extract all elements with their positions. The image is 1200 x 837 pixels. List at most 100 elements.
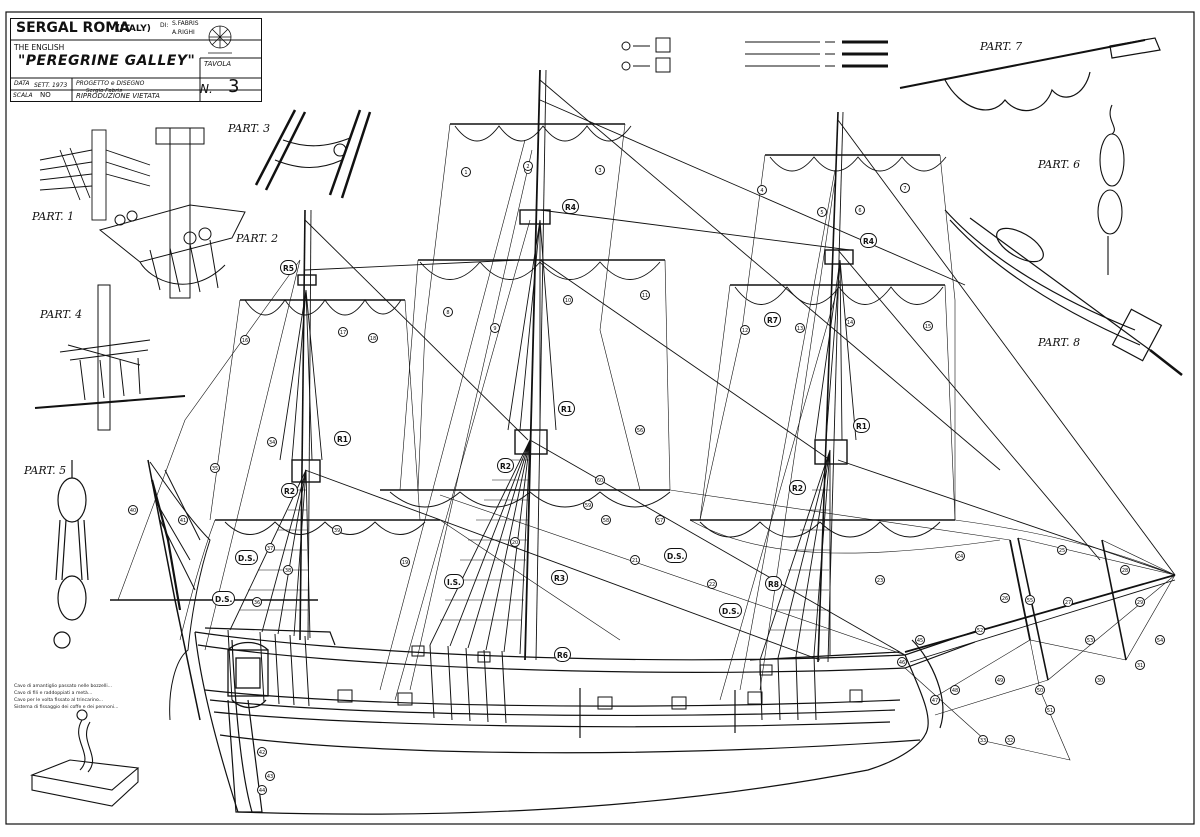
shrouds <box>229 219 857 661</box>
part-label-6: PART. 6 <box>1038 158 1081 171</box>
hull <box>194 627 986 815</box>
rigging-number-tag: 18 <box>368 333 378 343</box>
callout-ds-14: D.S. <box>212 591 236 606</box>
rigging-number-tag: 36 <box>252 597 262 607</box>
maker-country: (ITALY) <box>116 24 151 34</box>
scala-label: SCALA <box>13 92 33 99</box>
part-label-3: PART. 3 <box>228 122 271 135</box>
callout-r1-5: R1 <box>334 431 351 446</box>
callout-r3-10: R3 <box>551 570 568 585</box>
callout-ds-15: D.S. <box>664 548 688 563</box>
gun-ports <box>337 645 863 710</box>
chain-plates <box>227 629 817 724</box>
rigging-number-tag: 58 <box>601 515 611 525</box>
detail-part-6 <box>1097 104 1125 275</box>
rigging-number-tag: 55 <box>1025 595 1035 605</box>
rigging-number-tag: 5 <box>817 207 827 217</box>
rigging-number-tag: 56 <box>635 425 645 435</box>
data-label: DATA <box>14 80 30 87</box>
rigging-number-tag: 30 <box>1095 675 1105 685</box>
callout-r4-1: R4 <box>860 233 877 248</box>
rigging-number-tag: 39 <box>332 525 342 535</box>
detail-part-1 <box>39 129 151 221</box>
main-mast <box>524 69 547 661</box>
ensign-flag <box>147 459 211 721</box>
drawing-notes: Cavo di amantiglio passato nelle bozzell… <box>14 683 118 711</box>
rigging-number-tag: 49 <box>995 675 1005 685</box>
rigging-number-tag: 1 <box>461 167 471 177</box>
rigging-number-tag: 45 <box>915 635 925 645</box>
part-label-5: PART. 5 <box>24 464 67 477</box>
detail-part-8 <box>944 209 1183 376</box>
rigging-number-tag: 32 <box>1005 735 1015 745</box>
rigging-number-tag: 38 <box>283 565 293 575</box>
rigging-number-tag: 25 <box>1057 545 1067 555</box>
rigging-number-tag: 40 <box>128 505 138 515</box>
sheet-border <box>5 11 1195 825</box>
bowsprit <box>904 539 1176 663</box>
ship-name: "PEREGRINE GALLEY" <box>18 53 196 69</box>
maker-name: SERGAL ROMA <box>16 20 130 36</box>
rigging-number-tag: 42 <box>257 747 267 757</box>
ship-subtitle: THE ENGLISH <box>14 43 65 52</box>
callout-r6-11: R6 <box>554 647 571 662</box>
rigging-number-tag: 34 <box>267 437 277 447</box>
yards <box>110 123 1127 681</box>
rigging-number-tag: 47 <box>930 695 940 705</box>
sergal-emblem <box>208 25 232 54</box>
rigging-number-tag: 15 <box>923 321 933 331</box>
progetto-value: Sergio Fabris <box>86 88 122 94</box>
callout-is-17: I.S. <box>444 574 464 589</box>
rigging-number-tag: 3 <box>595 165 605 175</box>
part-label-7: PART. 7 <box>980 40 1023 53</box>
rigging-number-tag: 33 <box>978 735 988 745</box>
running-rigging <box>117 123 1176 761</box>
stays <box>304 79 1176 661</box>
rigging-number-tag: 53 <box>1085 635 1095 645</box>
rigging-number-tag: 28 <box>1120 565 1130 575</box>
rigging-number-tag: 37 <box>265 543 275 553</box>
rigging-number-tag: 19 <box>400 557 410 567</box>
rigging-number-tag: 52 <box>975 625 985 635</box>
rigging-number-tag: 46 <box>897 657 907 667</box>
rigging-number-tag: 59 <box>583 500 593 510</box>
rigging-number-tag: 9 <box>490 323 500 333</box>
tavola-number: 3 <box>228 76 240 97</box>
rigging-number-tag: 13 <box>795 323 805 333</box>
part-label-8: PART. 8 <box>1038 336 1081 349</box>
stern-carving <box>227 641 269 709</box>
rigging-number-tag: 29 <box>1135 597 1145 607</box>
callout-ds-16: D.S. <box>719 603 743 618</box>
rigging-number-tag: 22 <box>707 579 717 589</box>
legend-symbols <box>621 37 888 73</box>
callout-r1-6: R1 <box>853 418 870 433</box>
callout-r7-3: R7 <box>764 312 781 327</box>
detail-part-5 <box>53 460 89 649</box>
rigging-number-tag: 26 <box>1000 593 1010 603</box>
title-block <box>10 18 262 102</box>
rigging-number-tag: 2 <box>523 161 533 171</box>
note-line: Cavo di amantiglio passato nelle bozzell… <box>14 684 113 689</box>
rigging-number-tag: 14 <box>845 317 855 327</box>
note-line: Sistema di fissaggio dei coffe e dei pen… <box>14 705 119 710</box>
rigging-number-tag: 35 <box>210 463 220 473</box>
rigging-number-tag: 6 <box>855 205 865 215</box>
rigging-number-tag: 11 <box>640 290 650 300</box>
reproduction-notice: RIPRODUZIONE VIETATA <box>76 92 160 100</box>
rigging-number-tag: 60 <box>595 475 605 485</box>
rigging-number-tag: 51 <box>1045 705 1055 715</box>
progetto-label: PROGETTO e DISEGNO <box>76 80 145 87</box>
rigging-number-tag: 4 <box>757 185 767 195</box>
part-label-1: PART. 1 <box>32 210 75 223</box>
rigging-number-tag: 8 <box>443 307 453 317</box>
rigging-number-tag: 57 <box>655 515 665 525</box>
fore-mast <box>817 111 844 663</box>
note-line: Cavo di fili e raddoppiati a metà... <box>14 691 93 696</box>
tavola-prefix: N. <box>200 82 213 96</box>
rigging-number-tag: 23 <box>875 575 885 585</box>
detail-knot <box>30 709 140 807</box>
rigging-number-tag: 44 <box>257 785 267 795</box>
scala-value: NO <box>40 91 51 99</box>
ratlines <box>240 459 830 631</box>
